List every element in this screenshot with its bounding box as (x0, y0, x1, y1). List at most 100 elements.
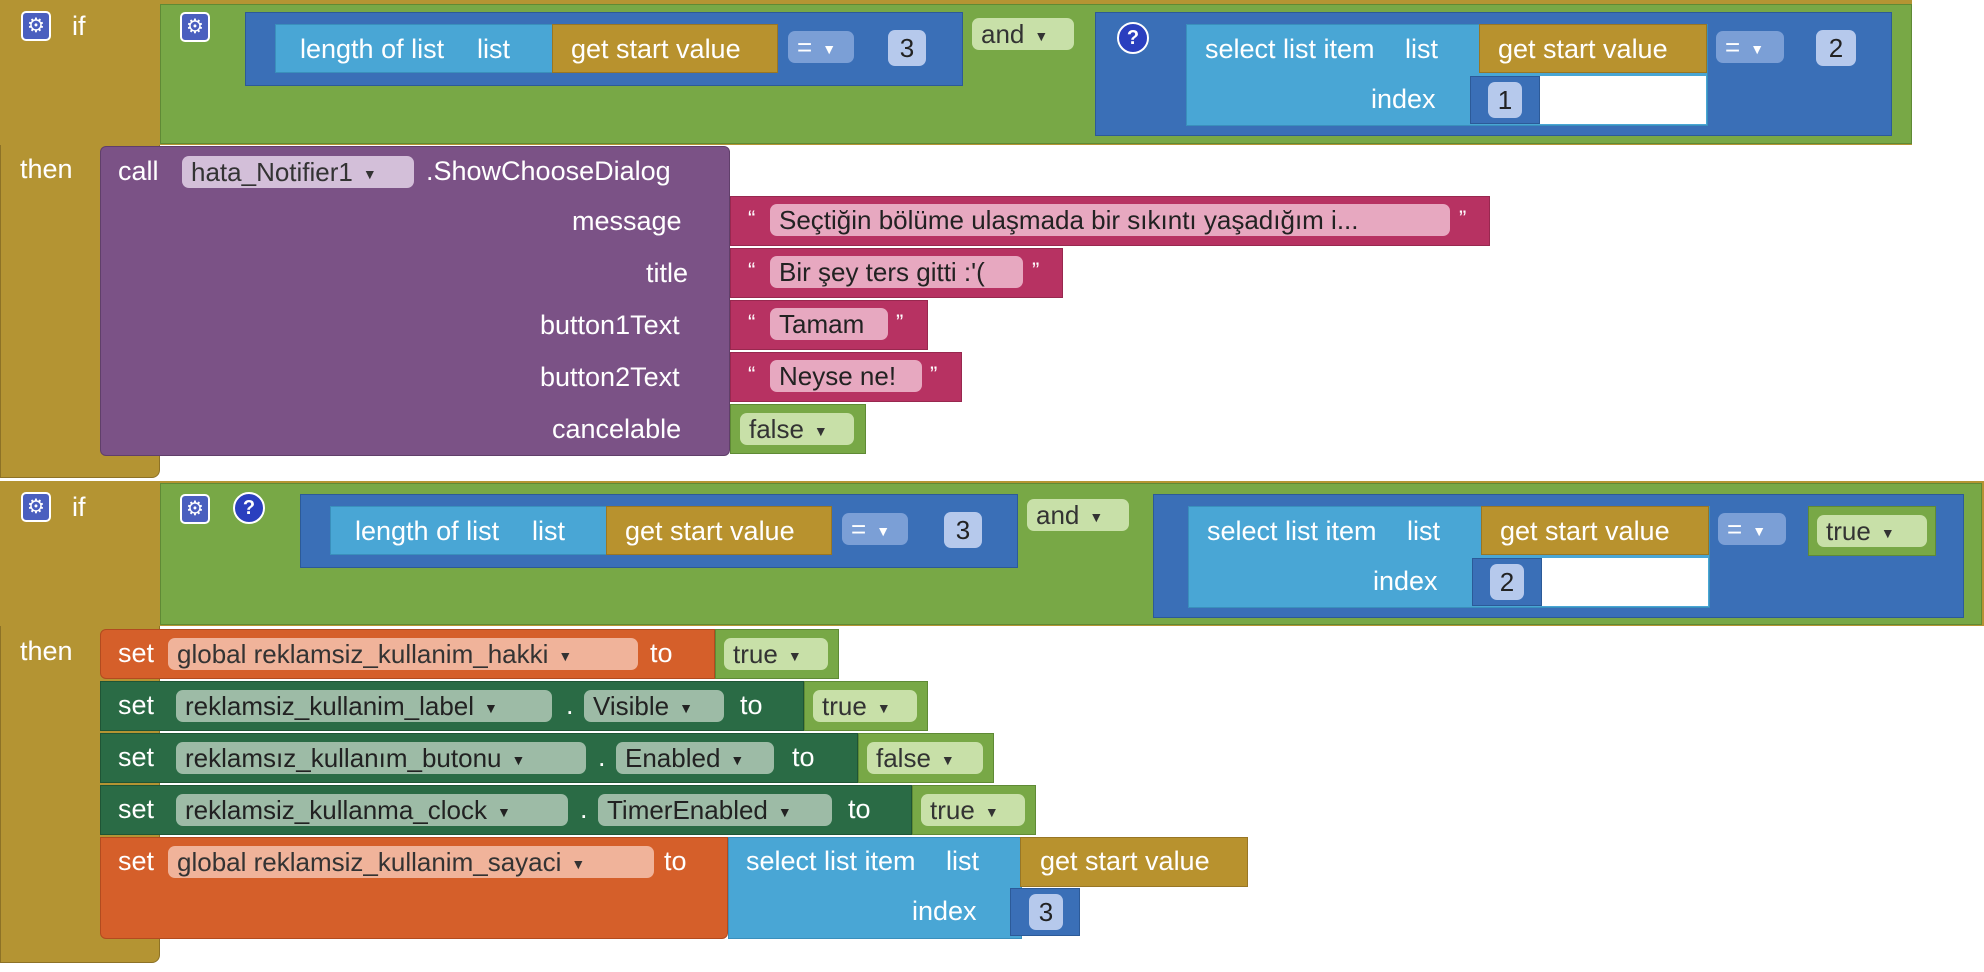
message-text-field[interactable]: Seçtiğin bölüme ulaşmada bir sıkıntı yaş… (770, 204, 1450, 236)
property-dropdown[interactable]: Visible▼ (584, 690, 724, 722)
quote-close-icon: ” (1032, 258, 1040, 283)
component-dropdown[interactable]: hata_Notifier1▼ (182, 156, 414, 188)
set-label: set (118, 794, 155, 824)
get-start-value-block[interactable] (1481, 506, 1709, 555)
component-dropdown[interactable]: reklamsiz_kullanim_label▼ (176, 690, 552, 722)
operator-dropdown-2[interactable]: =▼ (1716, 31, 1784, 63)
title-label: title (646, 258, 689, 288)
button2-text-field[interactable]: Neyse ne! (770, 360, 922, 392)
dropdown-arrow-icon: ▼ (1089, 509, 1104, 526)
get-start-value-label: get start value (1040, 846, 1210, 876)
notifier-call-block[interactable] (100, 146, 730, 456)
index-socket (1540, 76, 1706, 124)
call-label: call (118, 156, 159, 186)
dropdown-arrow-icon: ▼ (940, 752, 955, 769)
dot-label: . (598, 742, 606, 772)
component-dropdown[interactable]: reklamsiz_kullanma_clock▼ (176, 794, 568, 826)
component-dropdown[interactable]: reklamsız_kullanım_butonu▼ (176, 742, 586, 774)
property-dropdown[interactable]: TimerEnabled▼ (598, 794, 832, 826)
dropdown-arrow-icon: ▼ (813, 423, 828, 440)
dropdown-arrow-icon: ▼ (876, 700, 891, 717)
button1-label: button1Text (540, 310, 680, 340)
quote-open-icon: “ (748, 362, 756, 387)
and-dropdown[interactable]: and▼ (1027, 499, 1129, 531)
index-label: index (912, 896, 977, 926)
and-dropdown[interactable]: and▼ (972, 18, 1074, 50)
mutator-gear-icon[interactable]: ⚙ (21, 492, 51, 522)
and-gear-icon[interactable]: ⚙ (180, 12, 210, 42)
get-start-value-block[interactable] (606, 506, 832, 555)
dropdown-arrow-icon: ▼ (1752, 523, 1767, 540)
dropdown-arrow-icon: ▼ (511, 752, 526, 769)
cancelable-dropdown[interactable]: false▼ (740, 413, 854, 445)
dropdown-arrow-icon: ▼ (984, 804, 999, 821)
set-label: set (118, 742, 155, 772)
to-label: to (650, 638, 673, 668)
global-var-dropdown[interactable]: global reklamsiz_kullanim_sayaci▼ (168, 846, 654, 878)
boolean-dropdown[interactable]: true▼ (1817, 515, 1927, 547)
then-label: then (20, 636, 73, 666)
index-socket (1542, 558, 1708, 606)
dropdown-arrow-icon: ▼ (787, 648, 802, 665)
index-field[interactable]: 3 (1029, 894, 1063, 930)
list-label: list (532, 516, 565, 546)
dropdown-arrow-icon: ▼ (362, 166, 377, 183)
get-start-value-label: get start value (625, 516, 795, 546)
dropdown-arrow-icon: ▼ (876, 523, 891, 540)
get-start-value-label: get start value (1500, 516, 1670, 546)
and-gear-icon[interactable]: ⚙ (180, 494, 210, 524)
if-label: if (72, 492, 86, 522)
get-start-value-label: get start value (1498, 34, 1668, 64)
index-field[interactable]: 2 (1490, 564, 1524, 600)
index-field[interactable]: 1 (1488, 82, 1522, 118)
length-of-list-block[interactable] (330, 506, 608, 555)
message-label: message (572, 206, 682, 236)
to-label: to (792, 742, 815, 772)
to-label: to (848, 794, 871, 824)
number-field[interactable]: 3 (888, 30, 926, 66)
length-of-list-block[interactable] (275, 24, 553, 73)
boolean-dropdown[interactable]: true▼ (921, 794, 1025, 826)
operator-dropdown[interactable]: =▼ (842, 513, 908, 545)
question-icon[interactable]: ? (1117, 22, 1149, 54)
quote-open-icon: “ (748, 258, 756, 283)
boolean-dropdown[interactable]: false▼ (867, 742, 983, 774)
get-start-value-block[interactable] (1020, 837, 1248, 887)
number-field-2[interactable]: 2 (1816, 30, 1856, 66)
get-start-value-block[interactable] (1479, 24, 1707, 73)
global-var-dropdown[interactable]: global reklamsiz_kullanim_hakki▼ (168, 638, 638, 670)
dot-label: . (566, 690, 574, 720)
select-list-item-label: select list item (1205, 34, 1375, 64)
button1-text-field[interactable]: Tamam (770, 308, 888, 340)
set-label: set (118, 690, 155, 720)
dropdown-arrow-icon: ▼ (822, 41, 837, 58)
operator-dropdown-2[interactable]: =▼ (1718, 513, 1786, 545)
dropdown-arrow-icon: ▼ (1034, 28, 1049, 45)
get-start-value-label: get start value (571, 34, 741, 64)
to-label: to (664, 846, 687, 876)
dot-label: . (580, 794, 588, 824)
if-label: if (72, 11, 86, 41)
select-list-item-label: select list item (1207, 516, 1377, 546)
set-label: set (118, 638, 155, 668)
method-label: .ShowChooseDialog (426, 156, 671, 186)
boolean-dropdown[interactable]: true▼ (724, 638, 828, 670)
title-text-field[interactable]: Bir şey ters gitti :'( (770, 256, 1023, 288)
select-list-item-block[interactable] (728, 837, 1022, 939)
dropdown-arrow-icon: ▼ (571, 856, 586, 873)
set-label: set (118, 846, 155, 876)
property-dropdown[interactable]: Enabled▼ (616, 742, 774, 774)
quote-close-icon: ” (930, 362, 938, 387)
operator-dropdown[interactable]: =▼ (788, 31, 854, 63)
dropdown-arrow-icon: ▼ (1880, 525, 1895, 542)
dropdown-arrow-icon: ▼ (1750, 41, 1765, 58)
number-field[interactable]: 3 (944, 512, 982, 548)
mutator-gear-icon[interactable]: ⚙ (21, 11, 51, 41)
get-start-value-block[interactable] (552, 24, 778, 73)
boolean-dropdown[interactable]: true▼ (813, 690, 917, 722)
select-list-label: list (1407, 516, 1440, 546)
quote-open-icon: “ (748, 310, 756, 335)
question-icon[interactable]: ? (233, 492, 265, 524)
list-label: list (477, 34, 510, 64)
dropdown-arrow-icon: ▼ (679, 700, 693, 717)
